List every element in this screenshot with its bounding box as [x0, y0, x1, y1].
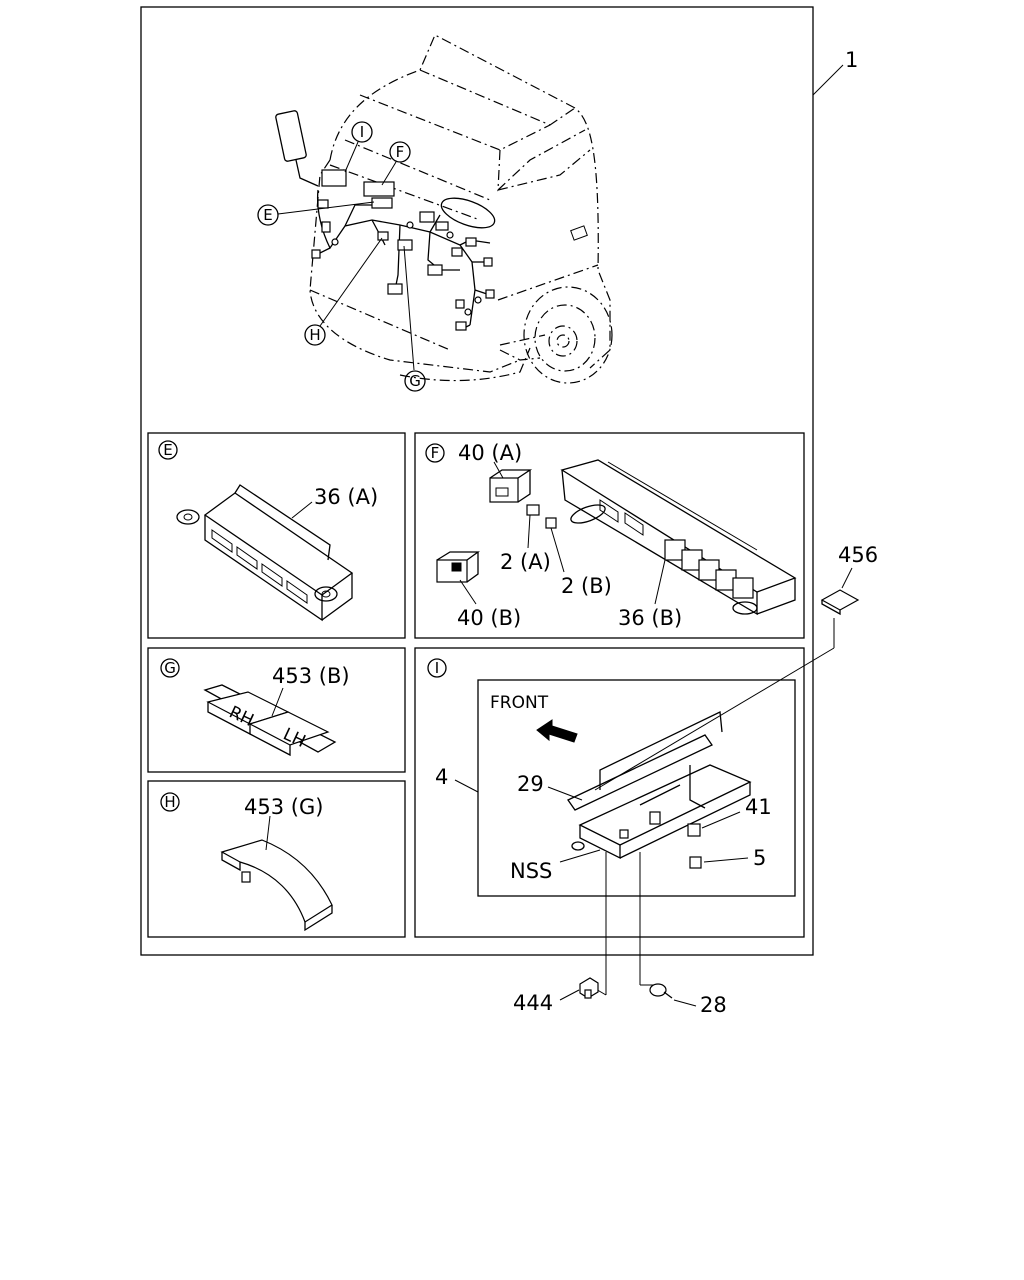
panel-H: H 453 (G): [147, 780, 406, 938]
part-28: 28: [639, 852, 727, 1017]
part-453G-label: 453 (G): [244, 795, 323, 819]
svg-text:G: G: [164, 659, 176, 677]
assembly-label: 1: [845, 48, 858, 72]
svg-text:I: I: [435, 659, 439, 677]
callout-H-overview: H: [304, 237, 383, 346]
part-444: 444: [513, 852, 607, 1015]
front-arrow-icon: [536, 719, 578, 743]
panel-G: G RH LH 453 (B): [147, 647, 406, 773]
part-453B-label: 453 (B): [272, 664, 350, 688]
truck-cab-illustration: [275, 34, 613, 384]
panel-F: F 40 (A) 2 (A) 2 (B): [414, 432, 805, 639]
svg-text:E: E: [163, 441, 172, 459]
part-2B-label: 2 (B): [561, 574, 612, 598]
callout-E-overview: E: [257, 201, 375, 226]
detail-box: [477, 679, 796, 897]
part-444-label: 444: [513, 991, 553, 1015]
svg-text:H: H: [164, 793, 175, 811]
svg-text:F: F: [396, 143, 405, 161]
callout-I-overview: I: [344, 121, 373, 173]
part-456-label: 456: [838, 543, 878, 567]
svg-text:G: G: [409, 372, 421, 390]
callout-F-overview: F: [381, 141, 411, 186]
part-4-label: 4: [435, 765, 448, 789]
assembly-leader: [812, 64, 844, 96]
part-456: 456: [594, 543, 878, 791]
svg-text:E: E: [263, 206, 272, 224]
part-2A-label: 2 (A): [500, 550, 551, 574]
part-41-label: 41: [745, 795, 772, 819]
part-29-label: 29: [517, 772, 544, 796]
svg-text:F: F: [431, 444, 440, 462]
part-36A-label: 36 (A): [314, 485, 378, 509]
part-nss-label: NSS: [510, 859, 552, 883]
part-40B-label: 40 (B): [457, 606, 521, 630]
front-label: FRONT: [490, 693, 549, 713]
assembly-frame: [140, 6, 814, 956]
svg-text:I: I: [360, 123, 364, 141]
part-28-label: 28: [700, 993, 727, 1017]
svg-text:H: H: [309, 326, 320, 344]
part-40A-label: 40 (A): [458, 441, 522, 465]
part-36B-label: 36 (B): [618, 606, 682, 630]
part-5-label: 5: [753, 846, 766, 870]
callout-G-overview: G: [403, 245, 426, 392]
panel-I: I FRONT 4 29 41 5 NSS: [414, 647, 805, 938]
panel-E: E 36 (A): [147, 432, 406, 639]
